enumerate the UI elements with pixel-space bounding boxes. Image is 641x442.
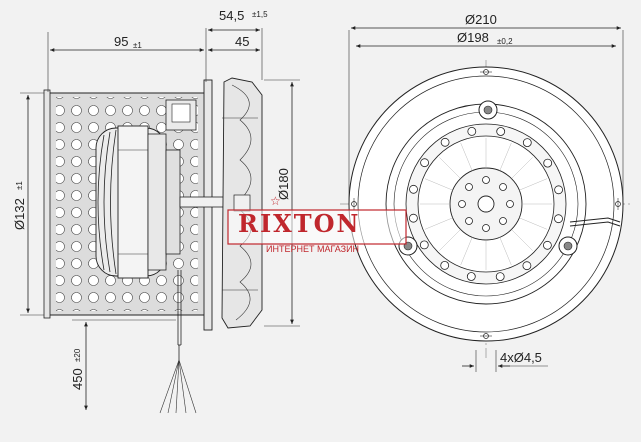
hub-rib xyxy=(519,178,548,191)
vent-hole xyxy=(440,260,450,270)
hub-rib xyxy=(439,157,461,179)
vent-hole xyxy=(420,158,430,168)
dim-132-label: Ø132 xyxy=(12,198,27,230)
hub-rib xyxy=(499,142,512,171)
svg-text:☆: ☆ xyxy=(270,194,281,208)
dim-198-tolerance: ±0,2 xyxy=(497,37,513,46)
mounting-holes xyxy=(351,69,621,339)
dim-180-label: Ø180 xyxy=(276,168,291,200)
vent-hole xyxy=(419,240,429,250)
hub-hole xyxy=(506,200,514,208)
dim-95-tolerance: ±1 xyxy=(133,41,142,50)
dim-54-5-tolerance: ±1,5 xyxy=(252,10,268,19)
rixton-subtitle: ИНТЕРНЕТ МАГАЗИН xyxy=(266,244,359,254)
vent-hole xyxy=(554,214,563,224)
vent-hole xyxy=(408,213,418,223)
hub-hole xyxy=(482,176,490,184)
rixton-watermark: ☆ RIXTON ИНТЕРНЕТ МАГАЗИН xyxy=(227,194,407,254)
hub-hole xyxy=(482,224,490,232)
dim-54-5-label: 54,5 xyxy=(219,8,244,23)
vent-hole xyxy=(554,185,563,195)
dim-210-label: Ø210 xyxy=(465,12,497,27)
hub-rib xyxy=(460,142,473,171)
vent-hole xyxy=(522,261,532,271)
hub-hole xyxy=(458,200,466,208)
dim-holes-label: 4xØ4,5 xyxy=(500,350,542,365)
hub-rib xyxy=(511,229,533,251)
hub-hole xyxy=(499,217,507,225)
dim-95-label: 95 xyxy=(114,34,128,49)
vent-hole xyxy=(543,158,553,168)
hub-hole xyxy=(499,183,507,191)
hub-ribs xyxy=(420,138,552,270)
dim-198-label: Ø198 xyxy=(457,30,489,45)
dim-450-label: 450 xyxy=(70,368,85,390)
vent-hole xyxy=(522,138,532,148)
vent-hole xyxy=(409,184,418,194)
hub-rib xyxy=(439,229,461,251)
vent-hole xyxy=(467,126,477,136)
cable-wires xyxy=(159,345,197,414)
hub-rib xyxy=(519,217,548,230)
vent-hole xyxy=(495,272,505,282)
hub-rib xyxy=(511,157,533,179)
hub-hole xyxy=(465,217,473,225)
dim-132-tolerance: ±1 xyxy=(15,181,24,190)
hub-rib xyxy=(499,237,512,266)
dim-45-label: 45 xyxy=(235,34,249,49)
vent-hole xyxy=(466,272,476,281)
vent-hole xyxy=(543,240,552,250)
vent-hole xyxy=(496,127,506,136)
front-view: Ø210 Ø198 ±0,2 4xØ4,5 xyxy=(340,12,630,372)
hub-hole xyxy=(465,183,473,191)
rixton-logo-text: RIXTON xyxy=(238,209,361,238)
hub-holes xyxy=(458,176,514,232)
vent-hole xyxy=(440,137,450,147)
vent-holes xyxy=(408,126,563,282)
hub-rib xyxy=(460,237,473,266)
hub-rib xyxy=(424,178,453,191)
dim-450-tolerance: ±20 xyxy=(73,348,82,362)
side-view: 95 ±1 54,5 ±1,5 45 Ø132 ±1 Ø180 450 ±20 xyxy=(12,8,300,414)
hub-rib xyxy=(424,217,453,230)
